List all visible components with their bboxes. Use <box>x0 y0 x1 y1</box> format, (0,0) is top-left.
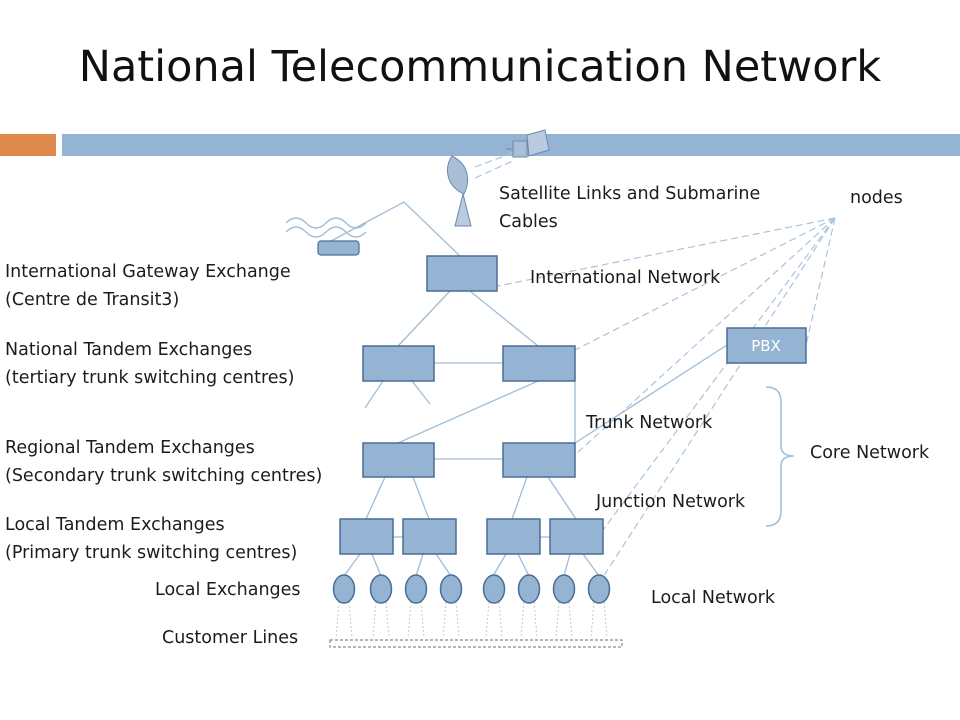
regional-tandem-exchange-1 <box>362 442 435 478</box>
accent-bar-orange <box>0 134 56 156</box>
national-tandem-label-line1: National Tandem Exchanges <box>5 340 253 360</box>
regional-tandem-label-line1: Regional Tandem Exchanges <box>5 438 255 458</box>
junction-network-label: Junction Network <box>596 492 746 512</box>
nodes-line-regional <box>574 217 836 456</box>
nodes-line-local-tandem <box>602 217 836 531</box>
igw-label-line2: (Centre de Transit3) <box>5 290 180 310</box>
international-gateway-exchange <box>426 255 498 292</box>
local-exchange-7 <box>552 574 576 604</box>
local-exchange-8 <box>587 574 611 604</box>
core-network-label: Core Network <box>810 443 930 463</box>
satellite-label-line2: Cables <box>499 212 558 232</box>
local-tandem-exchange-1 <box>339 518 394 555</box>
international-network-label: International Network <box>530 268 721 288</box>
local-tandem-exchange-4 <box>549 518 604 555</box>
submarine-cable-icon <box>285 217 367 238</box>
local-exchange-6 <box>517 574 541 604</box>
customer-lines-bar <box>329 639 623 648</box>
regional-tandem-exchange-2 <box>502 442 576 478</box>
cable-terminal <box>317 240 360 256</box>
customer-lines-label: Customer Lines <box>162 628 299 648</box>
local-tandem-exchange-2 <box>402 518 457 555</box>
local-tandem-label-line2: (Primary trunk switching centres) <box>5 543 298 563</box>
local-exchange-1 <box>332 574 356 604</box>
core-network-bracket <box>765 386 795 527</box>
regional-tandem-label-line2: (Secondary trunk switching centres) <box>5 466 323 486</box>
local-exchange-2 <box>369 574 393 604</box>
local-exchanges-label: Local Exchanges <box>155 580 301 600</box>
local-exchange-4 <box>439 574 463 604</box>
satellite-label-line1: Satellite Links and Submarine <box>499 184 761 204</box>
satellite-dish-icon <box>447 155 472 227</box>
trunk-network-label: Trunk Network <box>586 413 713 433</box>
nodes-line-national <box>574 217 836 351</box>
nodes-line-local <box>602 217 836 578</box>
igw-label-line1: International Gateway Exchange <box>5 262 291 282</box>
nodes-dashed-lines <box>474 151 836 578</box>
accent-bar-blue <box>62 134 960 156</box>
national-tandem-exchange-1 <box>362 345 435 382</box>
customer-line-ticks <box>335 601 608 639</box>
national-tandem-exchange-2 <box>502 345 576 382</box>
national-tandem-label-line2: (tertiary trunk switching centres) <box>5 368 295 388</box>
pbx-box <box>726 327 807 364</box>
local-exchange-5 <box>482 574 506 604</box>
local-tandem-exchange-3 <box>486 518 541 555</box>
nodes-line-international <box>497 217 836 287</box>
pbx-label: PBX <box>751 337 781 355</box>
local-network-label: Local Network <box>651 588 775 608</box>
satellite-icon <box>506 129 550 158</box>
page-title: National Telecommunication Network <box>78 42 882 92</box>
local-exchange-3 <box>404 574 428 604</box>
nodes-label: nodes <box>850 188 903 208</box>
connection-lines <box>317 201 728 577</box>
local-tandem-label-line1: Local Tandem Exchanges <box>5 515 225 535</box>
